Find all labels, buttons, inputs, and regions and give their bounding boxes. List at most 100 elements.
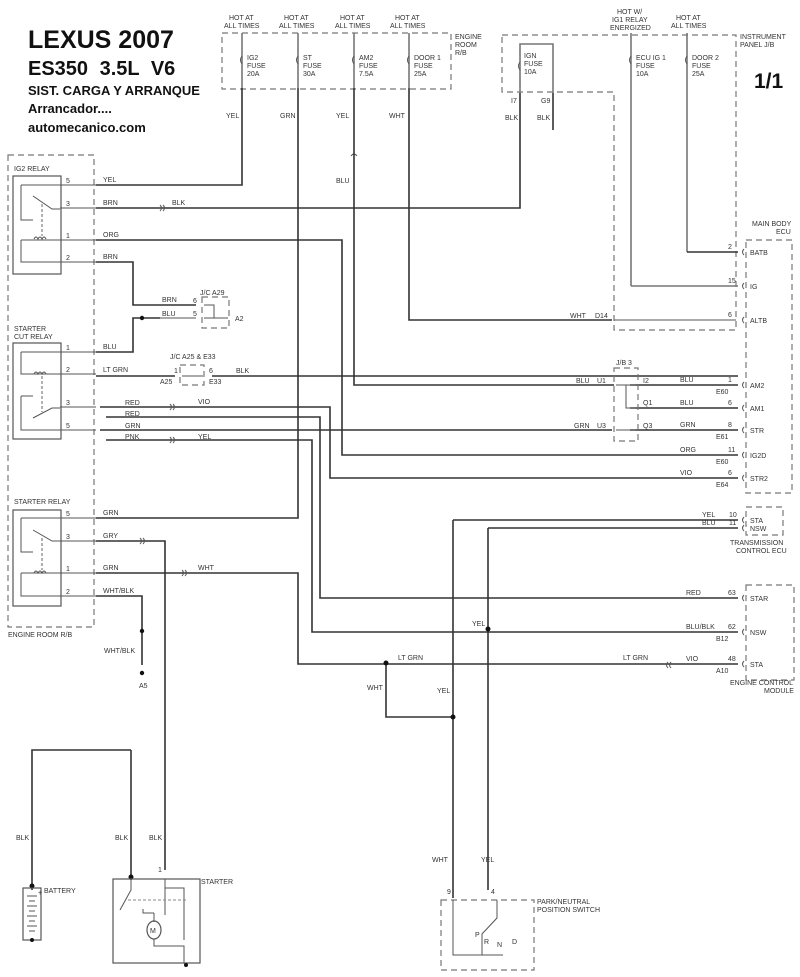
wire-color-label: BRN xyxy=(103,200,118,207)
splice-dot xyxy=(485,626,491,632)
pin-label: 1 xyxy=(158,867,162,874)
fuse-supply-label: HOT AT xyxy=(395,15,420,22)
relay-label: IG2 RELAY xyxy=(14,166,50,173)
connector-icon xyxy=(159,204,165,212)
relay-label: STARTER RELAY xyxy=(14,499,71,506)
pin-label: D14 xyxy=(595,313,608,320)
pin-label: 1 xyxy=(728,377,732,384)
fuse-door1: HOT AT ALL TIMES DOOR 1 FUSE 25A WHT xyxy=(389,15,441,120)
connector-icon xyxy=(742,516,745,524)
fuse-rating: 30A xyxy=(303,71,316,78)
fuse-ecu-ig1: HOT W/ IG1 RELAY ENERGIZED ECU IG 1 FUSE… xyxy=(610,9,738,287)
wire-color-label: WHT/BLK xyxy=(104,648,135,655)
fuse-name: DOOR 2 xyxy=(692,55,719,62)
connector-icon xyxy=(169,403,175,444)
ground-point-label: A5 xyxy=(139,683,148,690)
pin-label: G9 xyxy=(541,98,550,105)
wire-color-label: LT GRN xyxy=(103,367,128,374)
wire-color-label: RED xyxy=(125,411,140,418)
wire-color-label: BLU xyxy=(680,400,694,407)
battery-cells-icon xyxy=(27,895,37,932)
pin-label: 6 xyxy=(728,312,732,319)
wire-color-label: BLU xyxy=(162,311,176,318)
terminal-name: IG xyxy=(750,284,757,291)
fuse-name: IG2 xyxy=(247,55,258,62)
main-body-ecu-terminals: 2BATB15IG6ALTB1AM2BLUE606AM1BLU8STRGRNE6… xyxy=(680,244,768,489)
relay-label: STARTER xyxy=(14,326,46,333)
wire-color-label: GRN xyxy=(574,423,590,430)
wire-color-label: BLU xyxy=(103,344,117,351)
fuse-supply-label: HOT AT xyxy=(340,15,365,22)
wire-color-label: WHT xyxy=(389,113,406,120)
pin-label: 1 xyxy=(66,566,70,573)
wire-color-label: BLK xyxy=(115,835,129,842)
fuse-icon xyxy=(629,55,632,65)
fuse-rating: 25A xyxy=(692,71,705,78)
fuse-name: FUSE xyxy=(636,63,655,70)
splice-dot xyxy=(29,883,35,889)
gear-position-d: D xyxy=(512,939,517,946)
pin-label: Q1 xyxy=(643,400,652,407)
page-indicator: 1/1 xyxy=(754,70,784,93)
main-body-ecu: MAIN BODY ECU xyxy=(745,221,793,494)
connector-icon xyxy=(742,660,745,668)
fuse-rating: 20A xyxy=(247,71,260,78)
wire-color-label: BLU xyxy=(576,378,590,385)
wire-color-label: GRY xyxy=(103,533,118,540)
pin-label: 9 xyxy=(447,889,451,896)
title-model-engine: ES350 3.5L V6 xyxy=(28,58,176,80)
fuse-name: AM2 xyxy=(359,55,374,62)
pin-label: 2 xyxy=(728,244,732,251)
connector-icon xyxy=(139,537,187,577)
gear-position-r: R xyxy=(484,939,489,946)
fuse-name: FUSE xyxy=(247,63,266,70)
battery: BLK + BATTERY xyxy=(16,835,76,942)
pin-label: I2 xyxy=(643,378,649,385)
wire-color-label: LT GRN xyxy=(623,655,648,662)
engine-room-rb: ENGINE ROOM R/B HOT AT ALL TIMES IG2 FUS… xyxy=(221,15,482,185)
fuse-supply-label: ALL TIMES xyxy=(335,23,371,30)
pin-label: 2 xyxy=(66,589,70,596)
wire-color-label: BLU xyxy=(336,178,350,185)
wire-color-label: BLK xyxy=(505,115,519,122)
title-subsystem: Arrancador.... xyxy=(28,101,112,116)
pin-label: 5 xyxy=(66,511,70,518)
wires xyxy=(31,88,738,898)
splice-dot xyxy=(450,714,456,720)
terminal-name: NSW xyxy=(750,526,767,533)
terminal-name: IG2D xyxy=(750,453,766,460)
wire-color-label: BLU/BLK xyxy=(686,624,715,631)
jb-label: INSTRUMENT xyxy=(740,34,787,41)
fuse-rating: 25A xyxy=(414,71,427,78)
junction-label: J/C A25 & E33 xyxy=(170,354,216,361)
pin-label: I7 xyxy=(511,98,517,105)
engine-room-relay-block: ENGINE ROOM R/B IG2 RELAY 5 3 1 2 YEL BR… xyxy=(7,154,250,639)
junction-label: J/C A29 xyxy=(200,290,225,297)
terminal-name: STR2 xyxy=(750,476,768,483)
fuse-supply-label: HOT AT xyxy=(284,15,309,22)
title-system: SIST. CARGA Y ARRANQUE xyxy=(28,83,200,98)
fuse-door2: HOT AT ALL TIMES DOOR 2 FUSE 25A xyxy=(671,15,738,253)
gear-position-n: N xyxy=(497,942,502,949)
fuse-icon xyxy=(352,55,355,65)
pin-label: 3 xyxy=(66,400,70,407)
pin-label: Q3 xyxy=(643,423,652,430)
pin-label: 63 xyxy=(728,590,736,597)
title-block: LEXUS 2007 ES350 3.5L V6 SIST. CARGA Y A… xyxy=(28,28,200,135)
connector-icon xyxy=(742,404,745,412)
wire-color-label: LT GRN xyxy=(398,655,423,662)
wire-color-label: YEL xyxy=(336,113,349,120)
wire-color-label: YEL xyxy=(226,113,239,120)
relay-coil-icon xyxy=(33,371,47,376)
engine-room-rb-label: ROOM xyxy=(455,42,477,49)
wire-color-label: VIO xyxy=(198,399,211,406)
wire-color-label: GRN xyxy=(680,422,696,429)
connector-icon xyxy=(742,248,745,256)
wire-color-label: BLK xyxy=(537,115,551,122)
wire-color-label: YEL xyxy=(481,857,494,864)
fuse-ig2: HOT AT ALL TIMES IG2 FUSE 20A YEL xyxy=(224,15,266,120)
